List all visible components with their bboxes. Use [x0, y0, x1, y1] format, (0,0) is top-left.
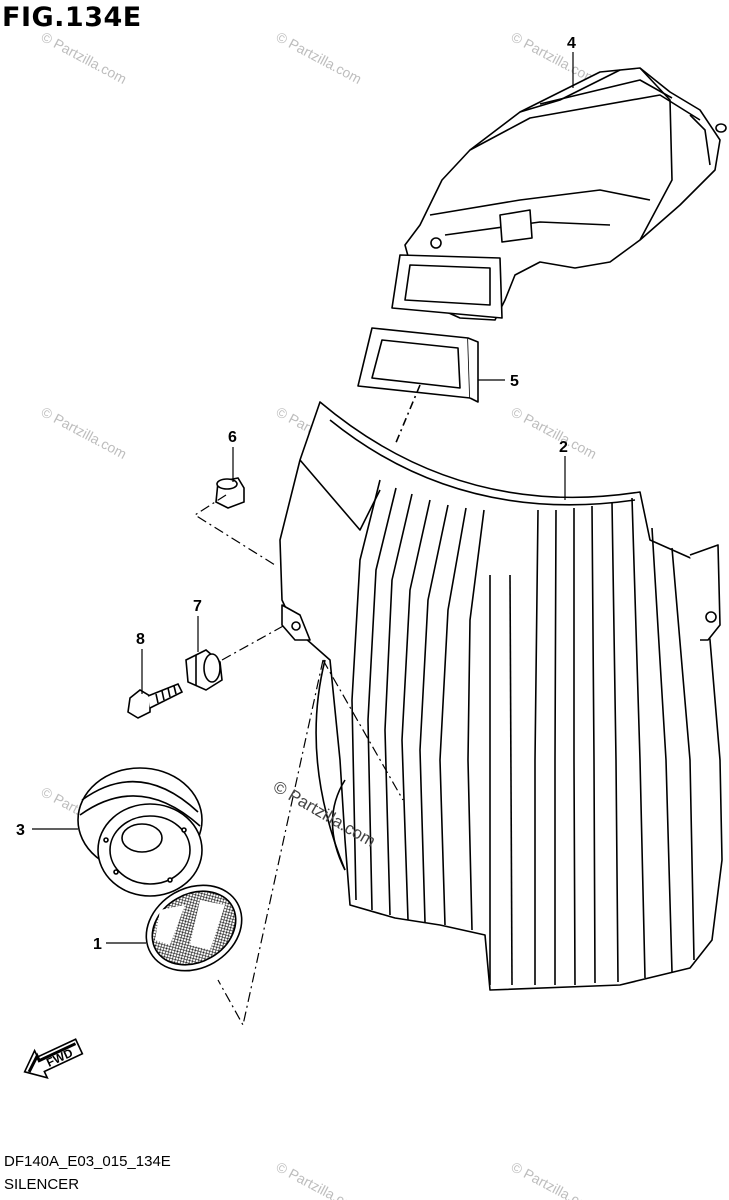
callout-3: 3 — [16, 822, 25, 839]
callout-5: 5 — [510, 373, 519, 390]
fwd-arrow-icon: FWD — [23, 1038, 84, 1080]
figure-code: DF140A_E03_015_134E — [4, 1153, 171, 1170]
part-6-grommet — [215, 477, 245, 509]
watermark: © Partzilla.com — [39, 404, 130, 462]
callout-1: 1 — [93, 936, 102, 953]
watermark: © Partzilla.com — [39, 29, 130, 87]
part-5-gasket — [357, 327, 479, 446]
callout-6: 6 — [228, 429, 237, 446]
watermark: © Partzilla.com — [509, 1159, 600, 1200]
part-2-silencer-body — [279, 401, 723, 991]
part-8-bolt — [127, 682, 184, 719]
callout-4: 4 — [567, 35, 576, 52]
fwd-label: FWD — [44, 1045, 75, 1069]
watermark: © Partzilla.com — [509, 404, 600, 462]
part-7-collar — [185, 649, 223, 691]
alignment-lines — [193, 494, 404, 1027]
callout-7: 7 — [193, 598, 202, 615]
part-4-intake-duct — [391, 67, 727, 321]
callout-labels: 4 5 2 6 7 8 3 1 — [16, 35, 576, 953]
watermark: © Partzilla.com — [509, 29, 600, 87]
figure-name: SILENCER — [4, 1176, 80, 1193]
leader-lines — [32, 52, 574, 944]
callout-8: 8 — [136, 631, 145, 648]
callout-2: 2 — [559, 439, 568, 456]
watermark: © Partzilla.com — [274, 1159, 365, 1200]
watermark: © Partzilla.com — [274, 29, 365, 87]
part-1-mesh-screen — [145, 884, 243, 972]
part-3-cap-ring — [77, 767, 203, 897]
figure-title: FIG.134E — [2, 2, 142, 33]
